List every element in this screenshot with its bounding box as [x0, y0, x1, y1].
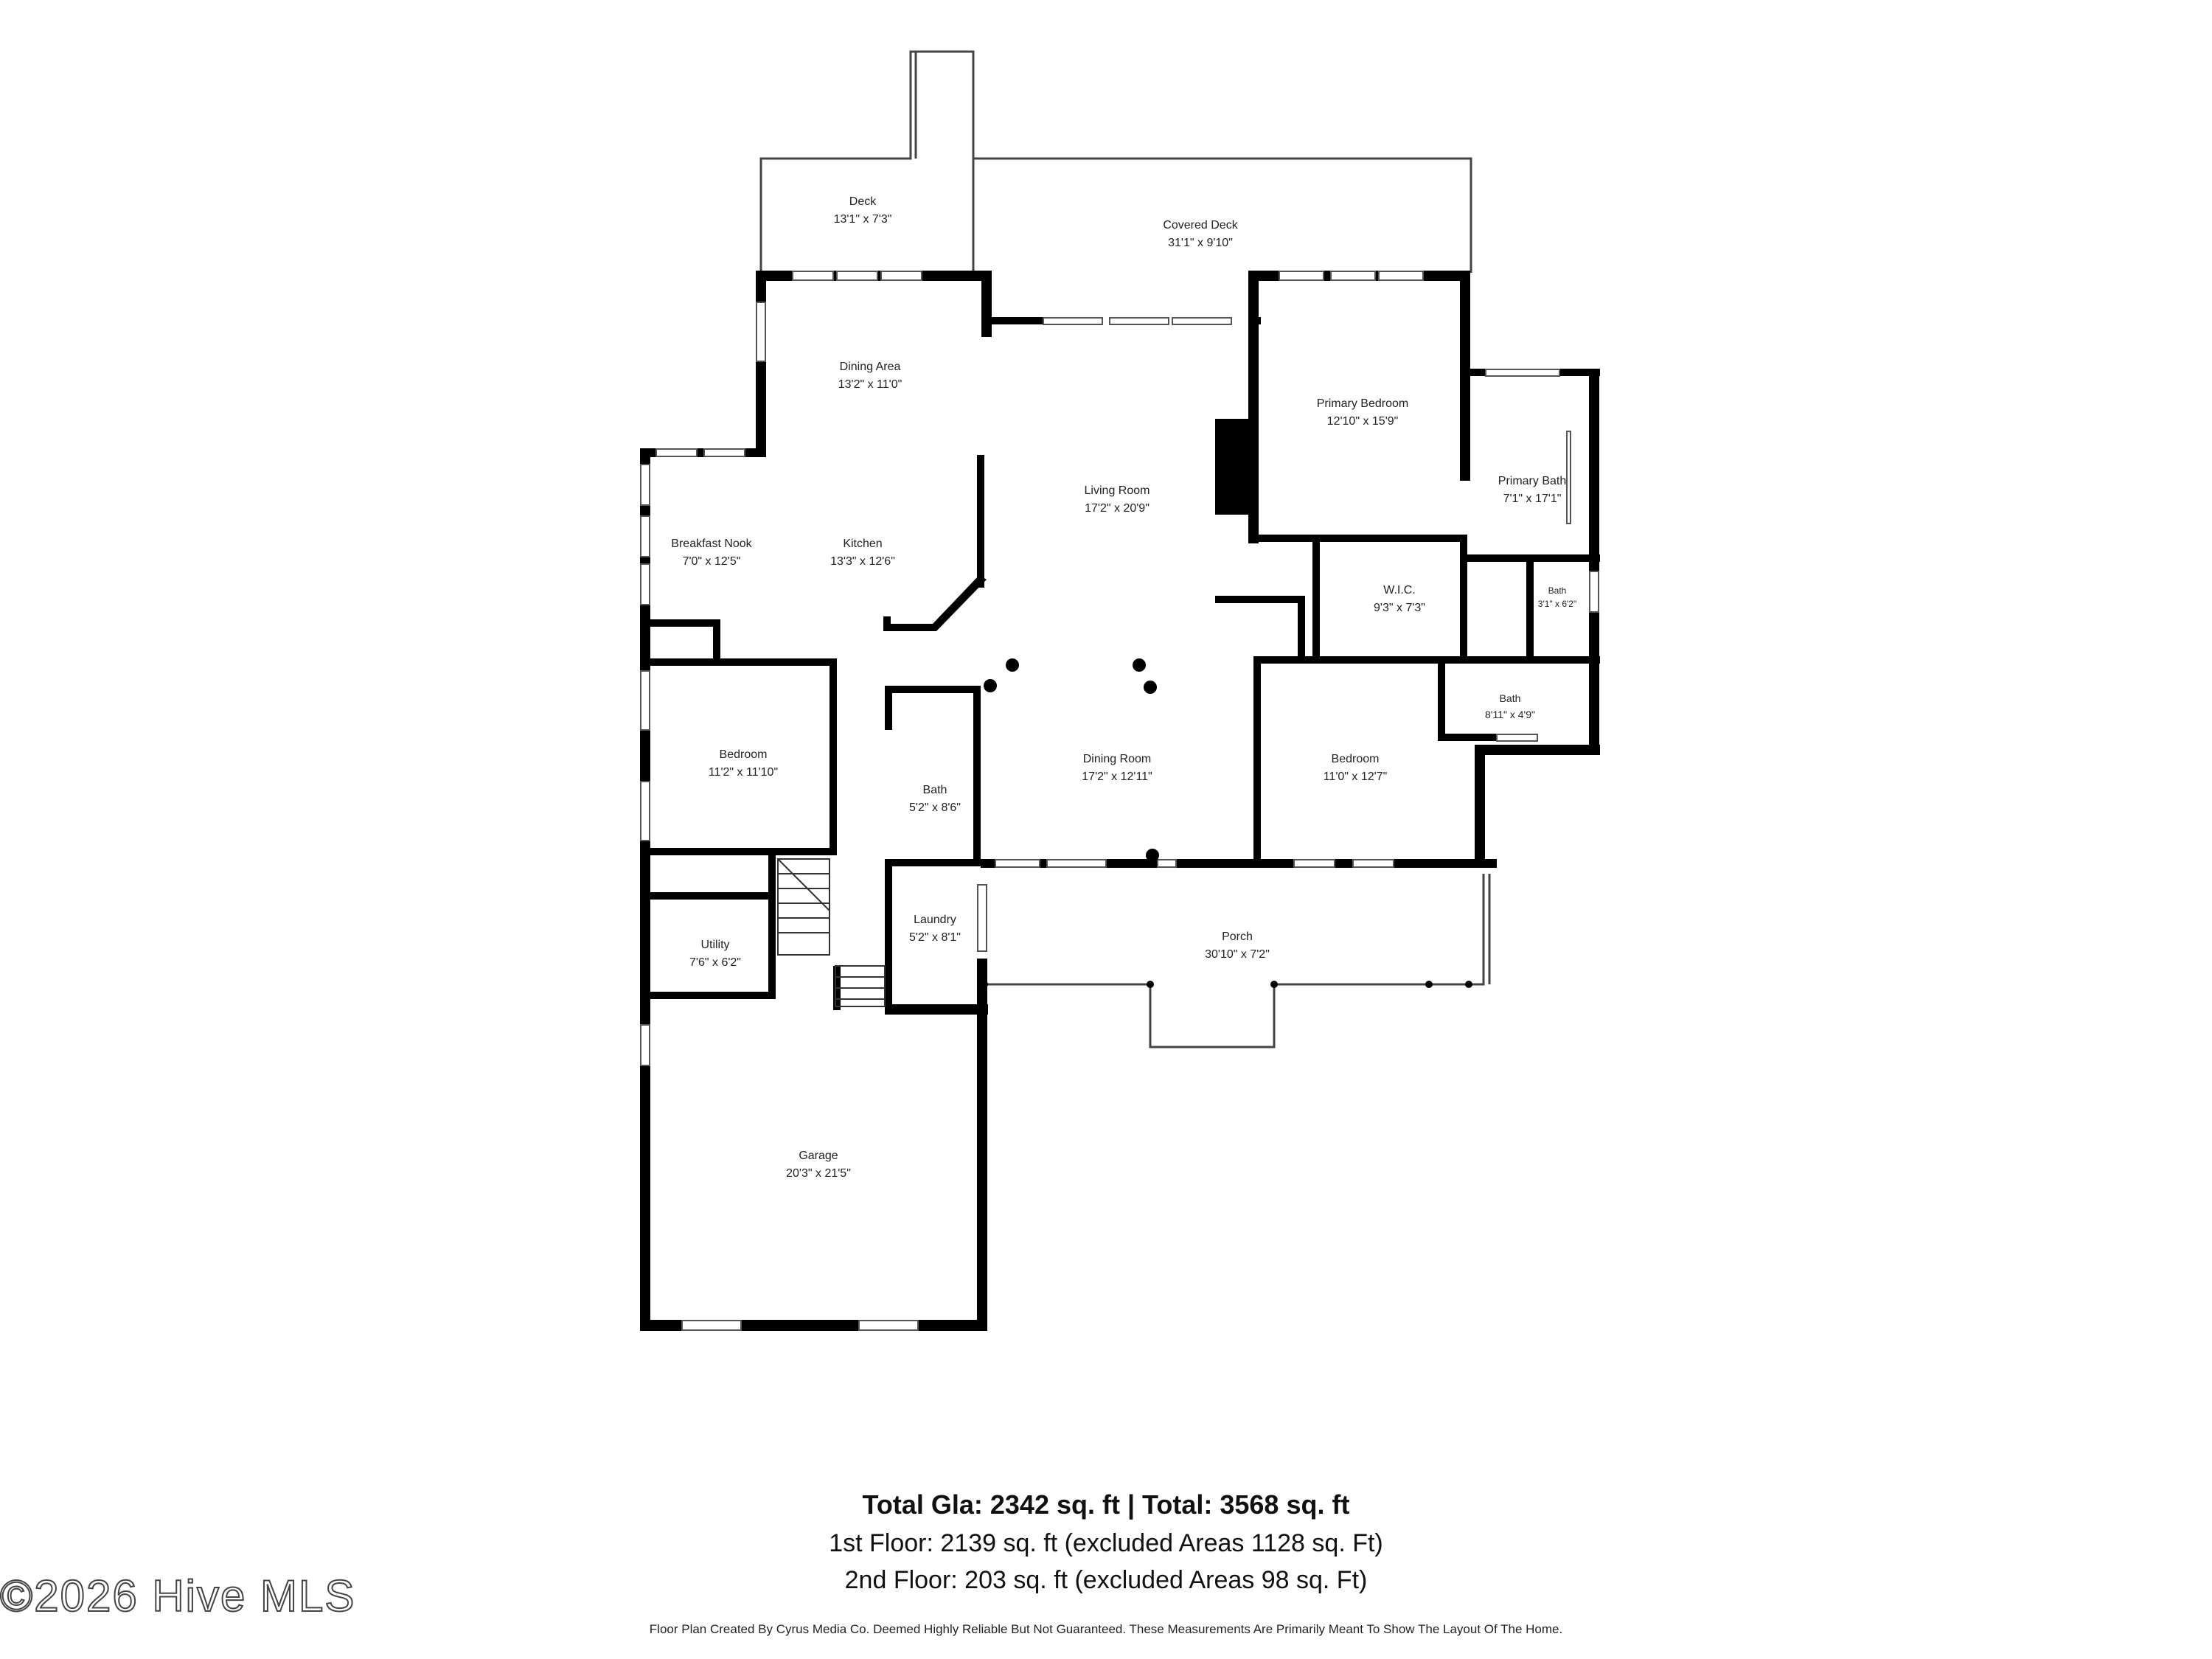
- disclaimer: Floor Plan Created By Cyrus Media Co. De…: [649, 1622, 1563, 1636]
- watermark: ©2026 Hive MLS: [0, 1571, 356, 1621]
- stairs: [777, 858, 886, 1007]
- total-area: Total Gla: 2342 sq. ft | Total: 3568 sq.…: [862, 1489, 1350, 1520]
- walls: [640, 271, 1600, 1331]
- windows: [640, 271, 1599, 1331]
- room-label-wic: W.I.C.9'3" x 7'3": [1374, 584, 1425, 614]
- fireplace: [1215, 420, 1252, 513]
- second-floor-area: 2nd Floor: 203 sq. ft (excluded Areas 98…: [844, 1566, 1368, 1594]
- first-floor-area: 1st Floor: 2139 sq. ft (excluded Areas 1…: [829, 1529, 1383, 1557]
- deck-outline: [759, 50, 1472, 273]
- columns: [981, 658, 1472, 988]
